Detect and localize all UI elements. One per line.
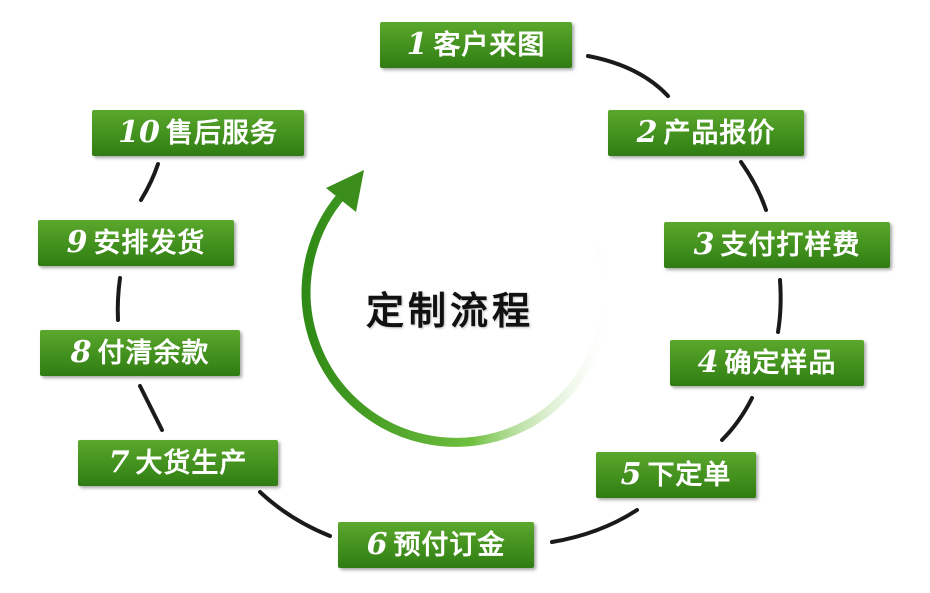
step-7-label: 大货生产 [135,447,248,479]
step-7-number: 7 [108,445,130,480]
step-3-number: 3 [693,227,715,262]
step-3-box: 3 支付打样费 [664,222,890,268]
step-1-label: 客户来图 [433,29,546,61]
connector-5-6 [550,508,639,544]
connector-6-7 [258,490,332,538]
step-2-number: 2 [636,115,658,150]
step-8-number: 8 [70,335,92,370]
step-9-label: 安排发货 [93,227,206,259]
step-2-box: 2 产品报价 [608,110,804,156]
step-9-box: 9 安排发货 [38,220,234,266]
connector-2-3 [739,160,768,212]
step-1-box: 1 客户来图 [380,22,572,68]
connector-1-2 [586,54,670,98]
step-10-label: 售后服务 [165,117,278,149]
step-4-box: 4 确定样品 [670,340,864,386]
step-9-number: 9 [66,225,88,260]
step-4-number: 4 [697,345,719,380]
step-10-number: 10 [118,115,160,150]
step-3-label: 支付打样费 [720,229,861,261]
step-6-number: 6 [366,527,388,562]
step-10-box: 10 售后服务 [92,110,304,156]
step-7-box: 7 大货生产 [78,440,278,486]
diagram-title: 定制流程 [365,289,534,333]
step-1-number: 1 [406,27,428,62]
step-8-box: 8 付清余款 [40,330,240,376]
step-8-label: 付清余款 [97,337,210,369]
connector-4-5 [720,396,754,442]
step-5-box: 5 下定单 [596,452,756,498]
step-5-number: 5 [620,457,642,492]
circular-arrow-icon [301,170,611,447]
step-6-box: 6 预付订金 [338,522,534,568]
step-5-label: 下定单 [647,459,732,491]
connector-7-8 [138,384,164,432]
connector-3-4 [776,278,783,334]
connector-9-10 [139,162,160,202]
step-6-label: 预付订金 [393,529,506,561]
step-4-label: 确定样品 [724,347,837,379]
step-2-label: 产品报价 [663,117,776,149]
connector-8-9 [115,276,122,322]
